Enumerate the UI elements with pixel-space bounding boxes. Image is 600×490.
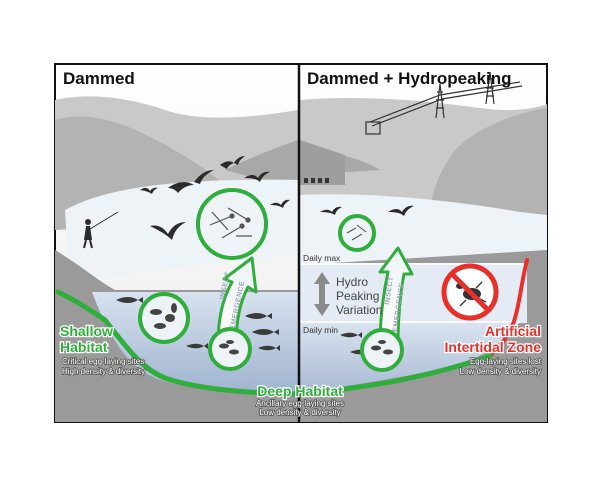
deep-habitat-line <box>300 353 493 397</box>
bird-icon <box>150 222 186 240</box>
pupa-icon <box>219 340 239 355</box>
deep-desc-1: Ancillary egg-laying sites <box>256 399 344 408</box>
birds-right <box>320 205 414 216</box>
up-arrow-icon <box>216 256 258 347</box>
insect-circle <box>138 292 190 344</box>
right-cliff <box>430 108 547 215</box>
shallow-desc-2: High density & diversity <box>62 367 145 376</box>
transmission-towers <box>365 71 523 135</box>
artificial-zone-label-2: Intertidal Zone <box>445 339 542 355</box>
hydro-label-line3: Variation <box>336 303 382 317</box>
artificial-zone-label-1: Artificial <box>485 323 541 339</box>
mayfly-icon <box>346 224 367 241</box>
bird-icon <box>320 206 342 215</box>
hydro-label-line1: Hydro <box>336 275 368 289</box>
daily-max-label: Daily max <box>303 253 341 263</box>
shallow-habitat-label-2: Habitat <box>60 339 108 355</box>
insect-circle-large <box>196 188 268 260</box>
shallow-habitat-line <box>55 289 298 397</box>
artificial-desc-2: Low density & diversity <box>460 367 541 376</box>
fish-icon <box>258 345 280 351</box>
mayfly-icon <box>209 207 252 239</box>
dam-wall <box>300 140 345 185</box>
insect-circle <box>360 328 404 372</box>
bird-icon <box>270 199 290 208</box>
deep-desc-2: Low density & diversity <box>259 408 340 417</box>
shallow-habitat-label-1: Shallow <box>60 323 113 339</box>
artificial-desc-1: Egg-laying sites lost <box>470 357 542 366</box>
river-water <box>300 322 520 394</box>
pupa-icon <box>371 340 393 355</box>
fisherman-icon <box>83 211 119 249</box>
emergence-word-1: INSECT <box>384 276 395 306</box>
daily-min-label: Daily min <box>303 325 338 335</box>
bird-icon <box>168 170 214 193</box>
right-panel-title: Dammed + Hydropeaking <box>307 69 512 88</box>
artificial-intertidal-line <box>488 258 529 358</box>
fish-icon <box>340 332 362 338</box>
larva-icon <box>150 303 177 329</box>
insect-circle <box>208 327 252 371</box>
left-panel-title: Dammed <box>63 69 135 88</box>
deep-habitat-label: Deep Habitat <box>257 383 343 399</box>
prohibited-insect-icon <box>441 263 499 321</box>
fish-icon <box>186 343 208 349</box>
fish-group <box>116 297 372 355</box>
shallow-desc-1: Critical egg-laying sites <box>62 357 144 366</box>
fish-icon <box>252 329 279 335</box>
bird-icon <box>244 171 270 182</box>
bird-icon <box>388 205 414 216</box>
up-arrow-icon <box>378 246 414 347</box>
insect-circle <box>338 214 376 252</box>
fish-icon <box>116 297 143 303</box>
hydro-variation-arrow <box>314 272 330 316</box>
dam-gates <box>304 178 329 183</box>
bird-icon <box>220 156 245 169</box>
bird-icon <box>140 187 158 194</box>
hydro-label-line2: Peaking <box>336 289 379 303</box>
fish-icon <box>245 313 272 319</box>
right-cliff <box>225 140 298 190</box>
